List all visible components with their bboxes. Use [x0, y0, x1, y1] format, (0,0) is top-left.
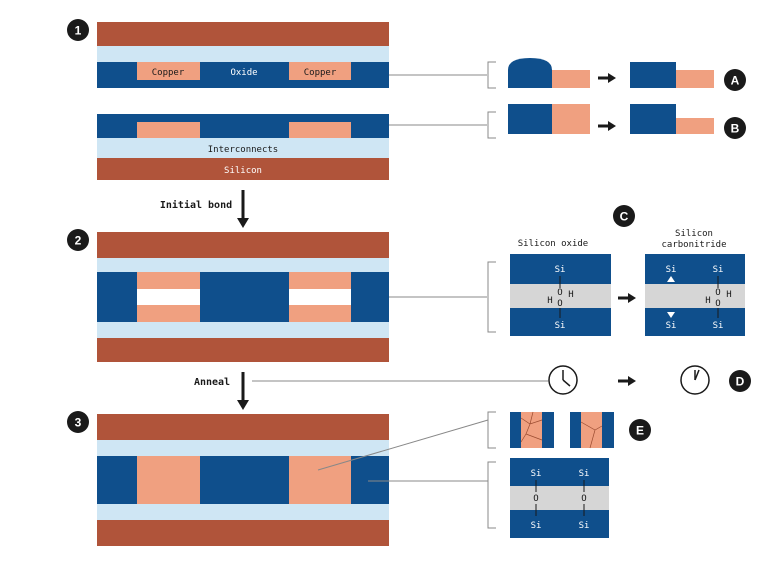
flat-oxide	[630, 62, 676, 88]
svg-text:O: O	[581, 494, 586, 504]
copper-label-right: Copper	[304, 68, 337, 78]
grain-boundaries-after	[580, 421, 603, 449]
svg-text:E: E	[636, 424, 644, 438]
svg-text:2: 2	[75, 234, 82, 248]
bracket-e	[487, 411, 496, 449]
dangling-bond-bottom	[667, 312, 675, 318]
silicon-label: Silicon	[224, 166, 262, 176]
flat-copper	[676, 70, 714, 88]
step-1-badge: 1	[67, 19, 89, 41]
callout-a-badge	[724, 69, 746, 91]
silicon-oxide-title: Silicon oxide	[518, 239, 588, 249]
anneal-label: Anneal	[194, 377, 230, 388]
copper-gap-bottom-left	[137, 305, 200, 322]
svg-text:Si: Si	[666, 321, 677, 331]
anneal-arrow: Anneal	[194, 372, 548, 410]
oxide-block-b	[508, 104, 552, 134]
svg-text:Si: Si	[531, 521, 542, 531]
bracket-b	[487, 111, 496, 139]
callout-e-badge	[629, 419, 651, 441]
bonded-copper-left	[137, 456, 200, 504]
initial-bond-label: Initial bond	[160, 199, 232, 211]
grain-boundaries-before	[520, 411, 543, 443]
dished-oxide	[508, 58, 552, 88]
svg-text:Si: Si	[713, 265, 724, 275]
copper-gap-top-right	[289, 272, 351, 289]
stack-2	[97, 232, 389, 362]
callout-c-badge	[613, 205, 635, 227]
connector-line-e	[317, 419, 489, 471]
svg-text:Si: Si	[666, 265, 677, 275]
svg-text:H: H	[568, 290, 573, 300]
bottom-interconnect-layer	[97, 138, 389, 158]
svg-text:Si: Si	[579, 521, 590, 531]
gap-left	[137, 289, 200, 305]
oxide-block-b2	[630, 104, 676, 134]
svg-text:H: H	[726, 290, 731, 300]
top-copper-pad-left	[137, 62, 200, 80]
stack-1: Copper Oxide Copper Interconnects Silico…	[97, 22, 389, 180]
svg-text:1: 1	[75, 24, 82, 38]
svg-text:O: O	[533, 494, 538, 504]
svg-text:Si: Si	[555, 265, 566, 275]
recessed-copper	[552, 70, 590, 88]
detail-b: B	[508, 104, 746, 139]
svg-text:O: O	[557, 299, 562, 309]
svg-text:H: H	[547, 296, 552, 306]
copper-label-left: Copper	[152, 68, 185, 78]
sicn-title-line1: Silicon	[675, 229, 713, 239]
svg-text:O: O	[715, 299, 720, 309]
bracket-bond	[487, 461, 496, 529]
svg-text:O: O	[557, 288, 562, 298]
svg-text:O: O	[715, 288, 720, 298]
svg-text:C: C	[620, 210, 629, 224]
copper-block-b2	[676, 118, 714, 134]
svg-text:Si: Si	[579, 469, 590, 479]
top-silicon-layer	[97, 22, 389, 46]
callout-b-badge	[724, 117, 746, 139]
svg-text:Si: Si	[531, 469, 542, 479]
silicon-carbonitride-panel: Silicon carbonitride Si Si O H H O Si Si	[645, 229, 745, 336]
step-2-badge: 2	[67, 229, 89, 251]
top-copper-pad-right	[289, 62, 351, 80]
svg-text:3: 3	[75, 416, 82, 430]
svg-text:Si: Si	[555, 321, 566, 331]
detail-a: A	[508, 58, 746, 91]
bracket-c	[487, 261, 496, 333]
dangling-bond-top	[667, 276, 675, 282]
svg-text:A: A	[731, 74, 740, 88]
top-interconnect-layer	[97, 46, 389, 62]
stack-3	[97, 414, 389, 546]
gap-right	[289, 289, 351, 305]
arrow-b-head	[608, 121, 616, 131]
svg-text:Si: Si	[713, 321, 724, 331]
bracket-a	[487, 61, 496, 89]
callout-d-badge	[729, 370, 751, 392]
oxide-label: Oxide	[230, 68, 257, 78]
bottom-copper-pad-left	[137, 122, 200, 138]
interconnects-label: Interconnects	[208, 145, 278, 155]
copper-gap-bottom-right	[289, 305, 351, 322]
silicon-oxide-panel: Silicon oxide Si O H H O Si	[510, 239, 611, 336]
arrow-a-head	[608, 73, 616, 83]
svg-text:D: D	[736, 375, 745, 389]
svg-text:B: B	[731, 122, 740, 136]
step-3-badge: 3	[67, 411, 89, 433]
bottom-silicon-layer	[97, 158, 389, 180]
bonded-oxide-panel: Si Si O O Si Si	[510, 458, 609, 538]
detail-e: E	[510, 411, 651, 449]
bonded-copper-right	[289, 456, 351, 504]
detail-d: D	[548, 365, 751, 395]
copper-block-b	[552, 104, 590, 134]
svg-text:H: H	[705, 296, 710, 306]
bottom-copper-pad-right	[289, 122, 351, 138]
initial-bond-arrow: Initial bond	[160, 190, 249, 228]
copper-gap-top-left	[137, 272, 200, 289]
sicn-title-line2: carbonitride	[661, 240, 726, 250]
